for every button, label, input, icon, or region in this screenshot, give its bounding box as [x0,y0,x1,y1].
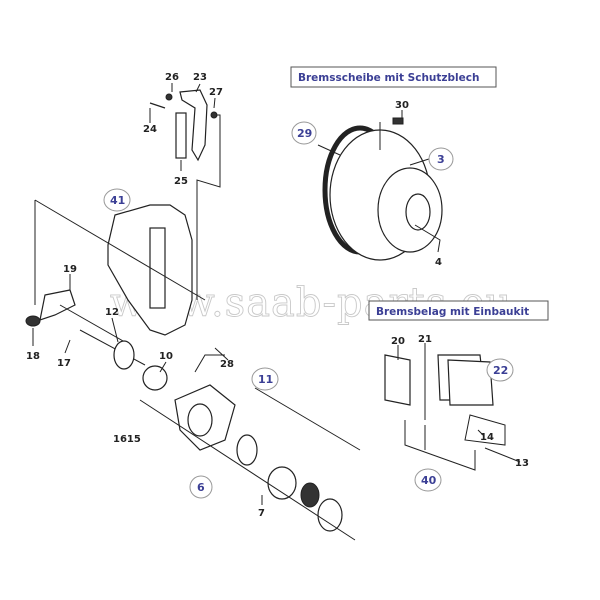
callout-40[interactable]: 40 [414,468,442,492]
label-24: 24 [143,124,157,135]
bracket-assembly [149,89,221,300]
callout-29[interactable]: 29 [291,121,317,145]
label-23: 23 [193,72,207,83]
label-26: 26 [165,72,179,83]
section-title-pads: Bremsbelag mit Einbaukit [368,300,549,321]
callout-6[interactable]: 6 [189,475,213,499]
svg-text:Bremsscheibe mit Schutzblech: Bremsscheibe mit Schutzblech [298,72,479,84]
label-14: 14 [480,432,494,443]
backing-plate [34,199,206,336]
pad-kit [384,345,521,471]
label-25: 25 [174,176,188,187]
brake-disc [317,110,443,261]
section-title-disc: Bremsscheibe mit Schutzblech [290,66,497,88]
svg-text:6: 6 [197,481,205,494]
svg-text:3: 3 [437,153,445,166]
callout-11[interactable]: 11 [251,367,279,391]
label-12: 12 [105,307,119,318]
caliper-assembly [25,289,361,541]
label-28: 28 [220,359,234,370]
svg-text:41: 41 [110,194,125,207]
label-27: 27 [209,87,223,98]
label-21: 21 [418,334,432,345]
callout-22[interactable]: 22 [486,358,514,382]
callout-3[interactable]: 3 [428,147,454,171]
label-16-15: 1615 [113,434,141,445]
svg-text:40: 40 [421,474,437,487]
svg-text:11: 11 [258,373,273,386]
callout-41[interactable]: 41 [103,188,131,212]
label-19: 19 [63,264,77,275]
svg-text:Bremsbelag mit Einbaukit: Bremsbelag mit Einbaukit [376,306,529,318]
label-4: 4 [435,257,442,268]
label-10: 10 [159,351,173,362]
label-20: 20 [391,336,405,347]
label-18: 18 [26,351,40,362]
label-17: 17 [57,358,71,369]
label-13: 13 [515,458,529,469]
label-7: 7 [258,508,265,519]
label-30: 30 [395,100,409,111]
svg-text:22: 22 [493,364,508,377]
svg-text:29: 29 [297,127,312,140]
